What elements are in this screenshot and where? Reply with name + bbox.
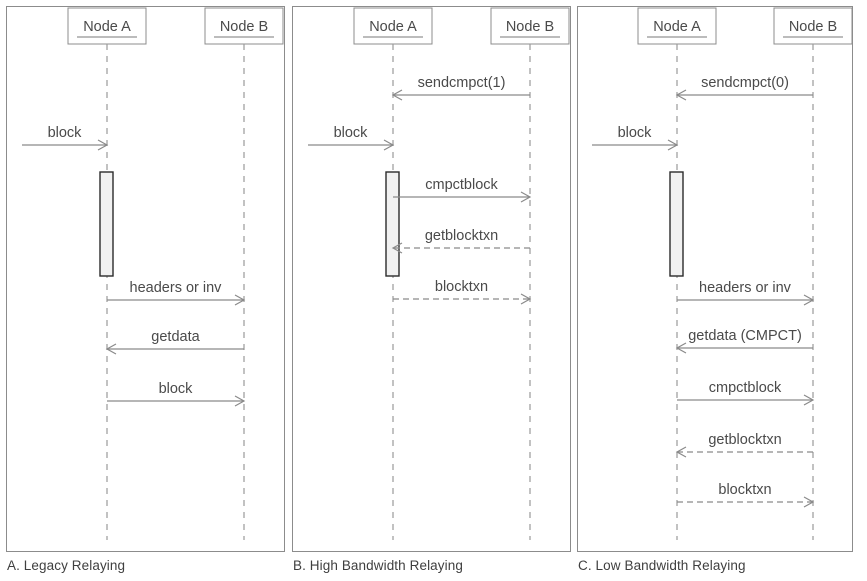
actor-box-a-0 — [67, 7, 147, 45]
panel-caption-b: B. High Bandwidth Relaying — [293, 558, 463, 573]
message-arrowhead-b-0 — [391, 89, 403, 101]
panel-low-bandwidth-relaying — [577, 6, 853, 552]
message-label-c-4: cmpctblock — [709, 380, 782, 396]
message-arrowhead-a-2 — [105, 343, 117, 355]
message-label-a-3: block — [159, 381, 194, 397]
message-label-b-0: sendcmpct(1) — [418, 75, 506, 91]
message-arrowhead-c-2 — [803, 294, 815, 306]
actor-label-b-0: Node A — [369, 19, 417, 35]
message-arrowhead-b-2 — [520, 191, 532, 203]
message-label-b-3: getblocktxn — [425, 228, 498, 244]
actor-box-c-0 — [637, 7, 717, 45]
actor-label-c-1: Node B — [789, 19, 837, 35]
message-label-c-3: getdata (CMPCT) — [688, 328, 802, 344]
actor-label-b-1: Node B — [506, 19, 554, 35]
message-arrowhead-b-3 — [391, 242, 403, 254]
panel-high-bandwidth-relaying — [292, 6, 571, 552]
activation-bar-b — [385, 171, 400, 277]
message-label-b-4: blocktxn — [435, 279, 488, 295]
message-arrowhead-b-4 — [520, 293, 532, 305]
activation-bar-c — [669, 171, 684, 277]
message-label-c-2: headers or inv — [699, 280, 792, 296]
actor-label-a-0: Node A — [83, 19, 131, 35]
actor-box-b-1 — [490, 7, 570, 45]
panel-caption-c: C. Low Bandwidth Relaying — [578, 558, 746, 573]
message-arrowhead-c-0 — [675, 89, 687, 101]
actor-box-c-1 — [773, 7, 853, 45]
message-arrowhead-c-5 — [675, 446, 687, 458]
message-arrowhead-a-1 — [234, 294, 246, 306]
message-label-a-2: getdata — [151, 329, 200, 345]
actor-label-c-0: Node A — [653, 19, 701, 35]
panel-graphics-c: Node A Node B sendcmpct(0) block headers or … — [592, 7, 853, 540]
message-label-c-1: block — [618, 125, 653, 141]
panel-caption-a: A. Legacy Relaying — [7, 558, 126, 573]
message-label-b-1: block — [334, 125, 369, 141]
message-label-a-1: headers or inv — [130, 280, 223, 296]
activation-bar-a — [99, 171, 114, 277]
message-label-c-6: blocktxn — [718, 482, 771, 498]
message-arrowhead-a-0 — [97, 139, 109, 151]
panel-graphics-b: Node A Node B sendcmpct(1) block cmpctblock g… — [308, 7, 570, 540]
message-arrowhead-c-1 — [667, 139, 679, 151]
actor-label-a-1: Node B — [220, 19, 268, 35]
panel-legacy-relaying — [6, 6, 285, 552]
message-label-a-0: block — [48, 125, 83, 141]
message-arrowhead-b-1 — [383, 139, 395, 151]
message-label-b-2: cmpctblock — [425, 177, 498, 193]
message-arrowhead-c-4 — [803, 394, 815, 406]
message-arrowhead-c-3 — [675, 342, 687, 354]
message-label-c-0: sendcmpct(0) — [701, 75, 789, 91]
panel-graphics-a: Node A Node B block headers or inv getdata bl… — [22, 7, 284, 540]
message-arrowhead-c-6 — [803, 496, 815, 508]
message-arrowhead-a-3 — [234, 395, 246, 407]
message-label-c-5: getblocktxn — [708, 432, 781, 448]
